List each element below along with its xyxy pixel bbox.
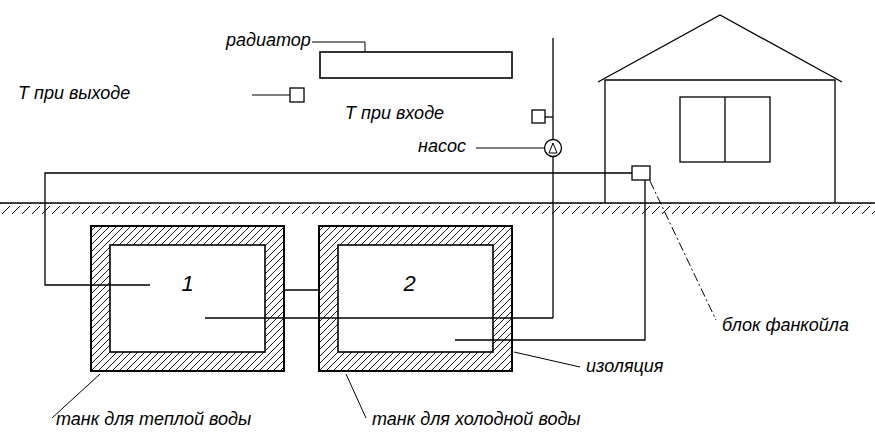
pump-symbol bbox=[545, 140, 562, 157]
temperature-sensor bbox=[532, 110, 545, 123]
callout-label: радиатор bbox=[226, 31, 311, 51]
callout-label: танк для холодной воды bbox=[372, 410, 581, 430]
sensor-stub bbox=[545, 116, 553, 117]
insulation-hatch bbox=[318, 225, 513, 372]
tank-outline bbox=[318, 225, 513, 372]
leader-line bbox=[346, 374, 366, 418]
callout-label: насос bbox=[418, 137, 466, 157]
callout-label: Т при выходе bbox=[18, 84, 130, 104]
leader-line bbox=[252, 95, 290, 96]
tank-outer-wall bbox=[91, 226, 284, 371]
tank-inner-wall bbox=[338, 245, 493, 352]
insulated-tank: 1 bbox=[90, 225, 285, 372]
pipe bbox=[455, 180, 645, 340]
insulation-hatch bbox=[90, 225, 285, 372]
ground-line bbox=[0, 202, 875, 204]
house-window bbox=[680, 97, 770, 162]
house-walls bbox=[605, 80, 835, 203]
callout-label: Т при входе bbox=[345, 104, 444, 124]
callout-label: танк для теплой воды bbox=[56, 410, 251, 430]
tank-number: 2 bbox=[404, 273, 416, 295]
leader-line bbox=[312, 42, 365, 52]
pump-symbol bbox=[549, 143, 557, 153]
radiator bbox=[320, 52, 512, 78]
leader-line bbox=[514, 352, 580, 367]
tank-number: 1 bbox=[181, 273, 193, 295]
house-roof bbox=[598, 15, 842, 82]
callout-label: изоляция bbox=[586, 357, 663, 377]
callout-label: блок фанкойла bbox=[722, 316, 849, 336]
tank-inner-wall bbox=[110, 245, 265, 352]
window-frame bbox=[724, 97, 725, 162]
temperature-sensor bbox=[290, 88, 304, 102]
pipe bbox=[552, 38, 553, 318]
tank-outline bbox=[90, 225, 285, 372]
leader-line bbox=[650, 181, 716, 320]
ground-hatch bbox=[0, 203, 875, 214]
leader-line bbox=[476, 148, 544, 149]
pipe-connector bbox=[285, 289, 318, 290]
insulated-tank: 2 bbox=[318, 225, 513, 372]
tank-outer-wall bbox=[319, 226, 512, 371]
fan-coil-unit bbox=[632, 166, 650, 180]
